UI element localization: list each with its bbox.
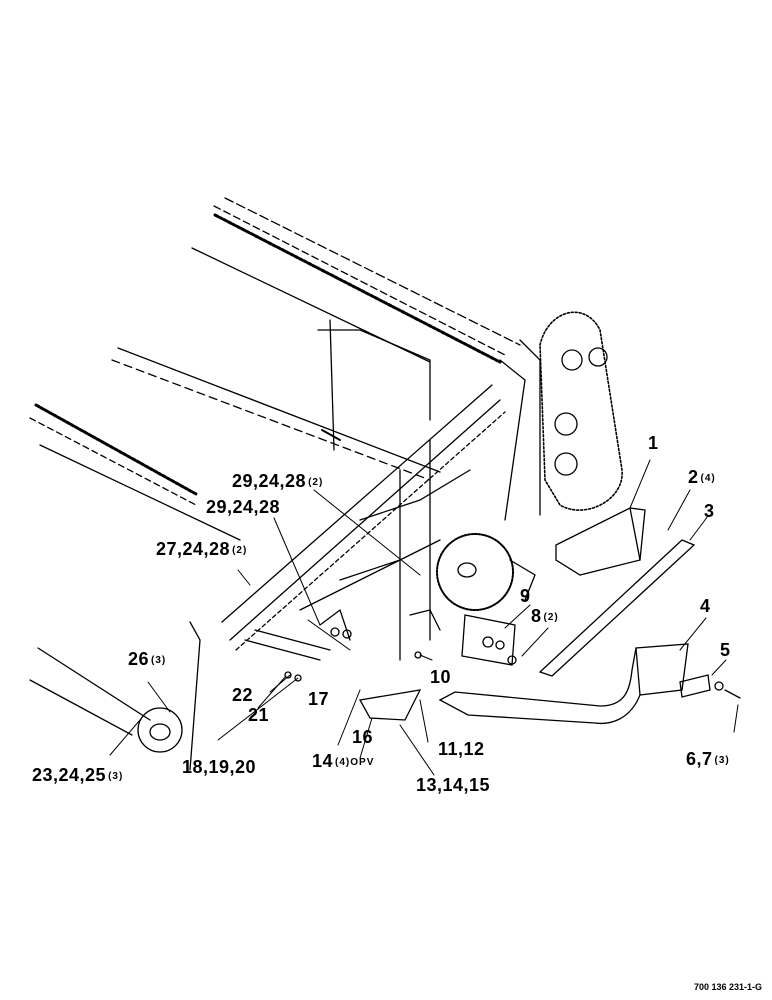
callout-11-12: 11,12 xyxy=(438,739,485,759)
callout-5: 5 xyxy=(720,640,731,660)
callout-3: 3 xyxy=(704,501,715,521)
bearing-plate xyxy=(461,614,517,666)
shield-bracket xyxy=(555,507,646,576)
callout-23-24-25: 23,24,25(3) xyxy=(32,765,124,785)
callout-9: 9 xyxy=(520,586,531,606)
callout-18-19-20: 18,19,20 xyxy=(182,757,257,777)
callout-29-24-28: 29,24,28 xyxy=(206,497,281,517)
callout-1: 1 xyxy=(648,433,659,453)
callout-22: 22 xyxy=(232,685,254,705)
lower-tube xyxy=(29,621,201,771)
document-number: 700 136 231-1-G xyxy=(693,982,762,992)
callout-2: 2(4) xyxy=(688,467,716,487)
rod xyxy=(538,539,696,677)
callout-29-24-28-qty2: 29,24,28(2) xyxy=(232,471,324,491)
callout-21: 21 xyxy=(248,705,270,725)
callout-4: 4 xyxy=(700,596,711,616)
callout-26: 26(3) xyxy=(128,649,167,669)
small-brackets xyxy=(244,608,441,721)
support-arm xyxy=(438,643,689,725)
callout-14: 14(4)OPV xyxy=(312,751,375,771)
leader-lines xyxy=(109,459,739,776)
callout-16: 16 xyxy=(352,727,374,747)
callout-8: 8(2) xyxy=(531,606,559,626)
drive-case xyxy=(539,311,623,511)
main-beam xyxy=(221,339,541,661)
plate-and-bolt xyxy=(679,674,741,699)
callout-6-7: 6,7(3) xyxy=(686,749,730,769)
callout-13-14-15: 13,14,15 xyxy=(416,775,491,795)
callout-27-24-28: 27,24,28(2) xyxy=(156,539,248,559)
callout-10: 10 xyxy=(430,667,452,687)
callout-17: 17 xyxy=(308,689,330,709)
header-frame xyxy=(29,197,521,541)
drive-gear xyxy=(436,533,536,611)
